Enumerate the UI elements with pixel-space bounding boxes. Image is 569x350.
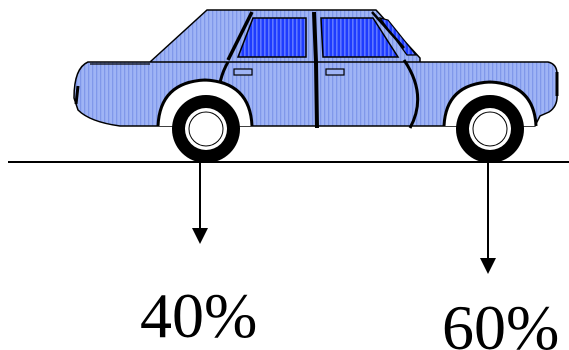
front-wheel	[172, 95, 240, 163]
front-force-arrow	[192, 163, 208, 244]
b-pillar-line	[312, 11, 319, 129]
front-axle-weight-label: 40%	[140, 280, 258, 350]
rear-force-arrow	[480, 163, 496, 274]
rear-door-handle	[325, 68, 345, 76]
front-door-handle	[233, 68, 253, 76]
rear-door-seam	[402, 59, 420, 129]
front-door-window	[236, 17, 307, 58]
rear-axle-weight-label: 60%	[442, 292, 560, 350]
down-arrow-icon	[192, 228, 208, 244]
rear-door-window	[320, 17, 400, 58]
c-pillar-line	[371, 11, 405, 49]
a-pillar-line	[226, 11, 254, 61]
down-arrow-icon	[480, 258, 496, 274]
rear-wheel	[456, 95, 524, 163]
sedan-car-icon	[73, 9, 559, 163]
front-bumper	[74, 85, 80, 105]
